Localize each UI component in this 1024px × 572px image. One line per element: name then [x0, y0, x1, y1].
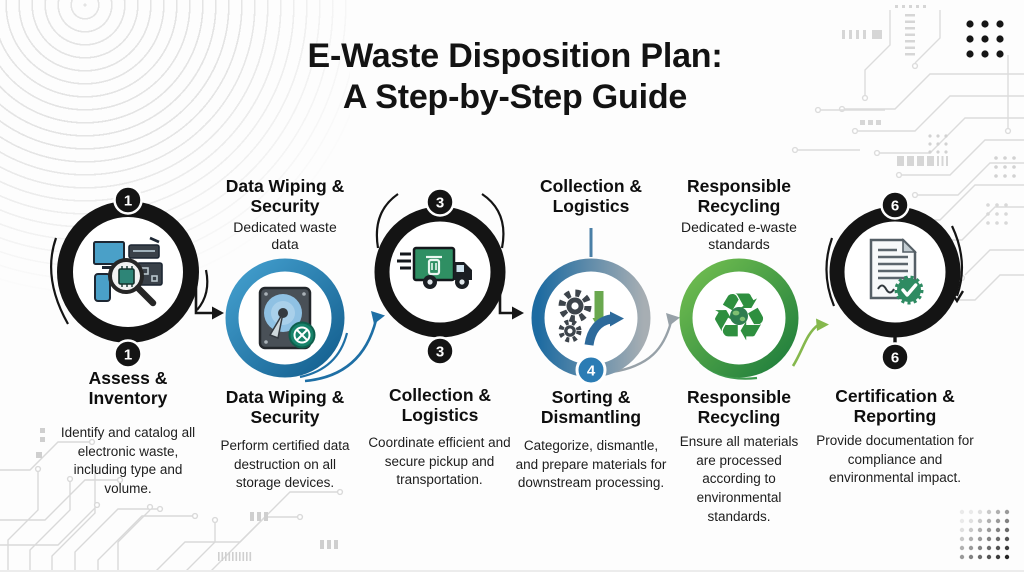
step-title-6: Certification & Reporting: [835, 386, 955, 427]
sorting-gears-arrows-icon: [558, 289, 624, 346]
step-connectors: [194, 228, 829, 383]
arrow-step5-step6: [791, 318, 829, 367]
top-label-step2-title: Data Wiping & Security: [225, 176, 345, 217]
step-title-1: Assess & Inventory: [88, 368, 168, 409]
step-description-5: Ensure all materials are processed accor…: [679, 434, 799, 524]
circuit-lines-bottom-left: [0, 438, 344, 572]
step-description-6: Provide documentation for compliance and…: [816, 433, 974, 486]
page-title: E-Waste Disposition Plan: A Step-by-Step…: [162, 36, 868, 119]
arrow-step1-step2: [194, 286, 224, 320]
certified-document-icon: [869, 238, 924, 305]
arrow-step4-step5: [611, 313, 680, 374]
badge-step4-bottom: 4: [575, 354, 607, 386]
svg-text:1: 1: [124, 192, 132, 209]
badge-step6-top: 6: [880, 190, 910, 220]
top-label-step2: Data Wiping & Security Dedicated waste d…: [215, 176, 355, 253]
arrow-step2-step3: [304, 311, 385, 383]
svg-text:3: 3: [436, 343, 444, 360]
step-rings: [57, 201, 961, 378]
page-title-line1: E-Waste Disposition Plan:: [307, 37, 723, 75]
step-description-3: Coordinate efficient and secure pickup a…: [368, 435, 511, 488]
badge-step3-top: 3: [425, 187, 455, 217]
top-label-step4: Collection & Logistics: [535, 176, 647, 216]
step-title-2: Data Wiping & Security: [225, 387, 345, 428]
page-title-line2: A Step-by-Step Guide: [342, 78, 688, 117]
circuit-chips-and-dashes: [842, 5, 948, 166]
badge-step6-bottom: 6: [880, 342, 910, 372]
top-label-step2-subtitle: Dedicated waste data: [233, 219, 337, 253]
top-label-step5-subtitle: Dedicated e-waste standards: [681, 219, 797, 253]
svg-text:6: 6: [891, 197, 899, 214]
badge-step1-bottom: 1: [113, 339, 143, 369]
top-label-step4-title: Collection & Logistics: [539, 176, 643, 217]
recycle-glyph: ♻: [709, 279, 768, 356]
recycling-truck-icon: [397, 246, 472, 289]
badge-step1-top: 1: [113, 185, 143, 215]
recycling-symbol-globe-icon: ♻: [709, 279, 768, 356]
hard-drive-wipe-icon: [258, 286, 316, 350]
arrow-step3-step4: [498, 286, 524, 320]
top-label-step5-title: Responsible Recycling: [686, 176, 792, 217]
svg-text:4: 4: [587, 362, 596, 379]
step-description-1: Identify and catalog all electronic wast…: [60, 425, 196, 496]
dot-grid-decorations: [928, 20, 1016, 560]
step-description-4: Categorize, dismantle, and prepare mater…: [515, 438, 667, 491]
badge-step3-bottom: 3: [425, 336, 455, 366]
svg-text:3: 3: [436, 194, 444, 211]
circuit-dashes-bottom: [36, 428, 338, 561]
svg-text:6: 6: [891, 349, 899, 366]
step-title-4: Sorting & Dismantling: [540, 387, 642, 428]
devices-audit-magnifier-icon: [93, 236, 163, 307]
step-number-badges: 1 1 3 3 4 6 6: [113, 185, 910, 386]
svg-text:1: 1: [124, 346, 132, 363]
step-title-5: Responsible Recycling: [686, 387, 792, 428]
top-label-step5: Responsible Recycling Dedicated e-waste …: [678, 176, 800, 253]
step-description-2: Perform certified data destruction on al…: [220, 438, 350, 491]
ring-accent-arcs: [50, 193, 965, 380]
bottom-divider: [0, 570, 1024, 572]
step-title-3: Collection & Logistics: [388, 385, 492, 426]
